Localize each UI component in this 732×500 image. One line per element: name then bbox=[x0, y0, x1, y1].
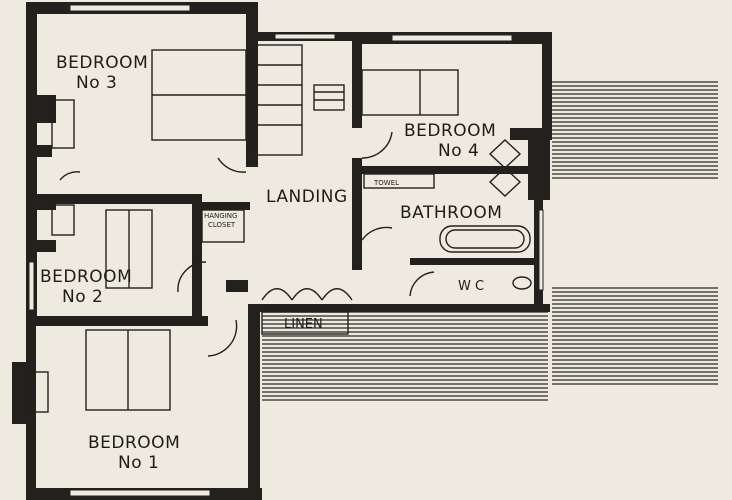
towel-label: TOWEL bbox=[373, 179, 399, 187]
hanging-closet-label-1: HANGING bbox=[204, 212, 237, 220]
bedroom-2-number: No 2 bbox=[62, 287, 103, 307]
bedroom-2-name: BEDROOM bbox=[40, 267, 132, 287]
hanging-closet-label-2: CLOSET bbox=[208, 221, 236, 229]
bathroom-label: BATHROOM bbox=[400, 203, 502, 223]
bedroom-3-number: No 3 bbox=[76, 73, 117, 93]
bedroom-3-name: BEDROOM bbox=[56, 53, 148, 73]
bedroom-4-name: BEDROOM bbox=[404, 121, 496, 141]
linen-label: LINEN bbox=[284, 317, 323, 332]
bedroom-4-number: No 4 bbox=[438, 141, 479, 161]
bedroom-1-name: BEDROOM bbox=[88, 433, 180, 453]
bedroom-1-number: No 1 bbox=[118, 453, 159, 473]
wc-label: W C bbox=[458, 279, 484, 294]
windows bbox=[28, 4, 544, 497]
roof-hatching-upper bbox=[552, 81, 718, 179]
door-swings bbox=[59, 131, 522, 357]
roof-hatching-lower bbox=[552, 287, 718, 385]
landing-label: LANDING bbox=[266, 187, 348, 207]
furniture bbox=[29, 44, 532, 413]
